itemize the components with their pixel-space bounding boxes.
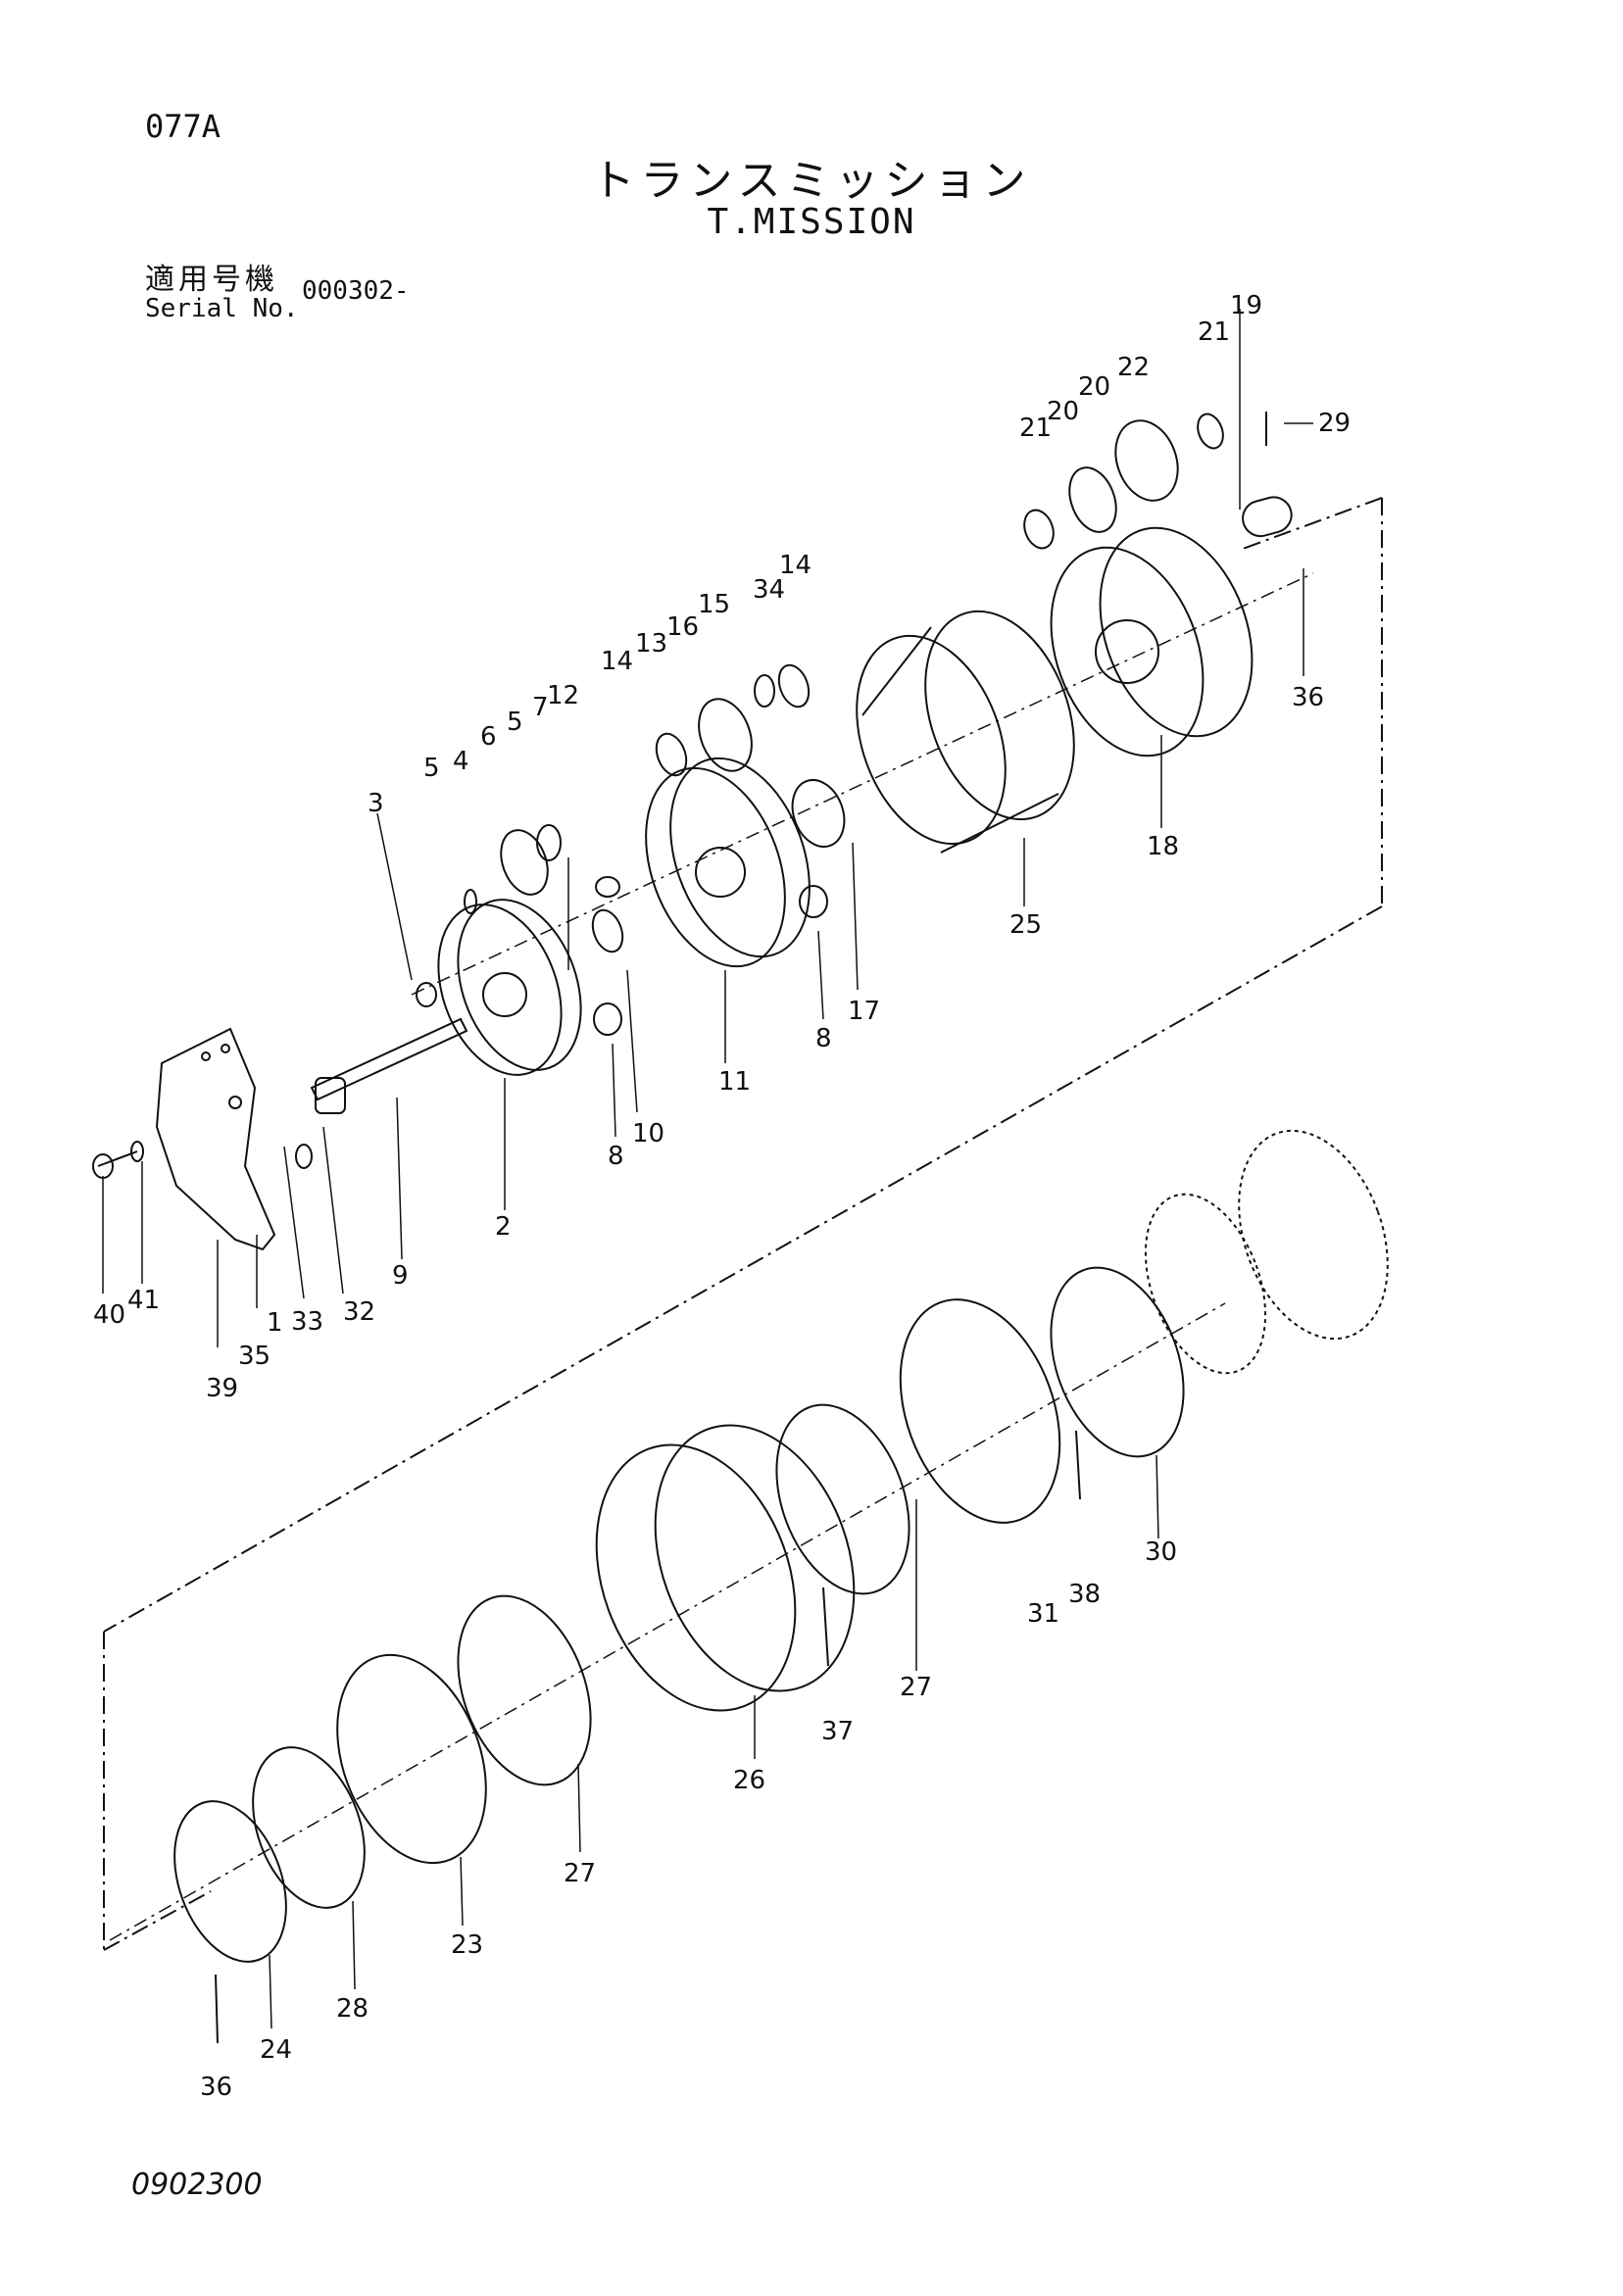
callout: 35 [238, 1342, 270, 1371]
callout: 36 [200, 2073, 232, 2102]
planet-gear-22 [1023, 412, 1293, 550]
callout: 15 [698, 590, 730, 619]
callout: 33 [291, 1307, 323, 1337]
carrier-11 [645, 757, 811, 968]
callout: 17 [848, 997, 880, 1026]
callout: 41 [127, 1286, 160, 1315]
callout: 21 [1198, 318, 1230, 347]
callout: 20 [1047, 397, 1079, 426]
callout: 20 [1078, 372, 1110, 402]
title-english: T.MISSION [707, 202, 916, 242]
callout: 1 [267, 1308, 283, 1338]
cover-plate [155, 1027, 276, 1251]
callout: 22 [1117, 353, 1150, 382]
callout: 34 [753, 575, 785, 605]
serial-label-english: Serial No. [145, 294, 299, 323]
callout: 27 [900, 1673, 932, 1702]
title-japanese: トランスミッション [591, 156, 1032, 206]
center-axes [109, 572, 1314, 1941]
callout: 23 [451, 1930, 483, 1960]
callout: 32 [343, 1297, 375, 1327]
serial-number-value: 000302- [302, 276, 410, 306]
callout: 5 [423, 754, 440, 783]
callout: 7 [532, 693, 549, 722]
serial-label-japanese: 適用号機 [145, 263, 278, 297]
callout: 39 [206, 1374, 238, 1403]
callout: 13 [635, 629, 667, 659]
carrier-2 [437, 899, 582, 1076]
callout: 10 [632, 1119, 664, 1148]
callout: 8 [815, 1024, 832, 1053]
callout: 28 [336, 1994, 369, 2024]
callout: 14 [779, 551, 812, 580]
callout: 37 [821, 1717, 854, 1746]
callout: 6 [480, 722, 497, 752]
callout: 26 [733, 1766, 765, 1795]
callout: 18 [1147, 832, 1179, 861]
page-code: 077A [145, 108, 221, 145]
callout: 40 [93, 1300, 125, 1330]
shaft-9 [310, 1017, 468, 1114]
lower-rings [173, 1129, 1389, 2044]
small-gears [92, 663, 846, 1179]
leader-lines [102, 309, 1313, 2029]
ring-gear-25 [856, 610, 1075, 854]
callout: 12 [547, 681, 579, 710]
callout: 4 [453, 747, 469, 776]
callout: 3 [368, 789, 384, 818]
document-number: 0902300 [131, 2168, 263, 2202]
boundary-lines [103, 497, 1383, 1951]
callout: 16 [666, 612, 699, 642]
callout: 8 [608, 1142, 624, 1171]
housing-18 [1050, 526, 1254, 757]
callout: 11 [718, 1067, 751, 1097]
callout: 31 [1027, 1599, 1059, 1629]
callout: 25 [1009, 910, 1042, 940]
callout: 5 [507, 708, 523, 737]
callout-labels: 1 2 3 4 5 5 6 7 8 8 9 10 11 12 13 14 14 … [93, 291, 1351, 2102]
callout: 19 [1230, 291, 1262, 320]
callout: 24 [260, 2035, 292, 2065]
callout: 38 [1068, 1580, 1101, 1609]
callout: 30 [1145, 1538, 1177, 1567]
callout: 29 [1318, 409, 1351, 438]
callout: 9 [392, 1261, 409, 1291]
callout: 2 [495, 1212, 512, 1242]
callout: 21 [1019, 414, 1052, 443]
callout: 27 [564, 1859, 596, 1888]
callout: 14 [601, 647, 633, 676]
callout: 36 [1292, 683, 1324, 712]
